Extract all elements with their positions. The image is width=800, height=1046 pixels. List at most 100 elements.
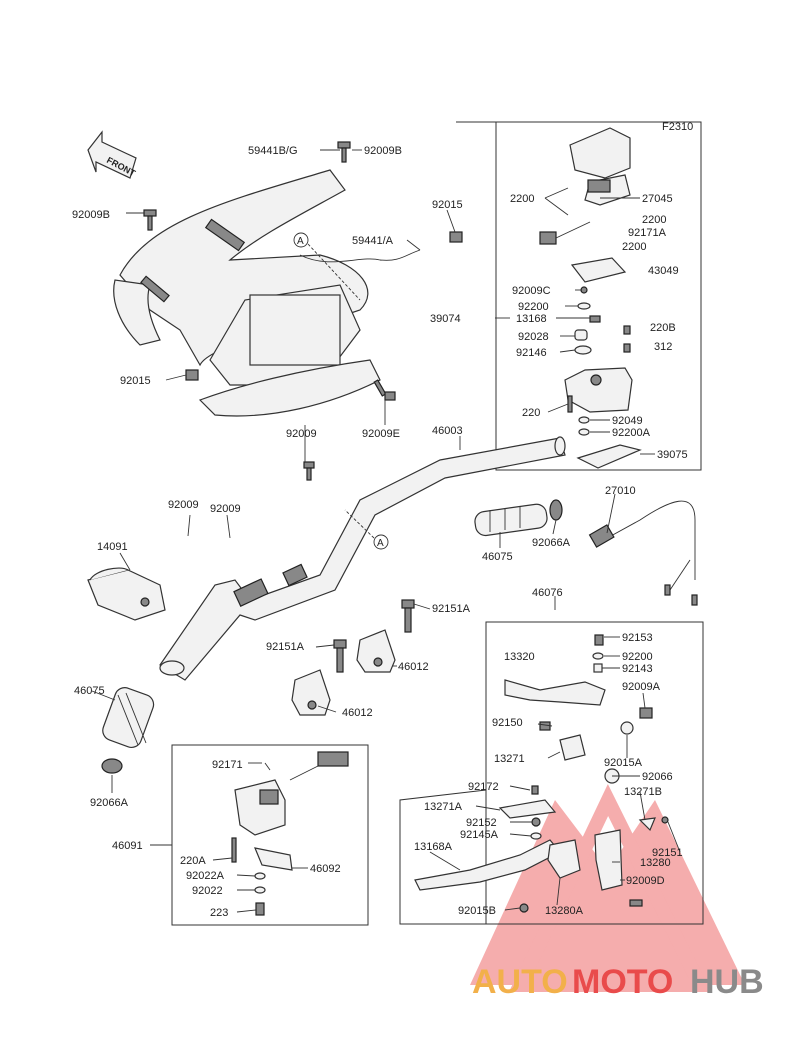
washer-92200a — [578, 428, 590, 436]
screw-92009a — [639, 707, 653, 719]
connector-27045 — [539, 221, 591, 245]
label-92009-mid: 92009 — [286, 428, 317, 440]
washer-92145a — [530, 832, 542, 840]
label-92146: 92146 — [516, 347, 547, 359]
part-92028 — [574, 329, 588, 341]
lever-39075 — [576, 444, 642, 469]
label-92150: 92150 — [492, 717, 523, 729]
switch-housing-46091 — [234, 751, 349, 836]
label-92200-b: 92200 — [622, 651, 653, 663]
washer-92022 — [254, 886, 266, 894]
label-92200-r: 92200 — [518, 301, 549, 313]
lever-13320 — [504, 679, 606, 706]
bracket-13280 — [594, 829, 623, 891]
label-43049: 43049 — [648, 265, 679, 277]
lever-assembly-box — [485, 621, 704, 925]
bolt-92015a — [620, 721, 634, 735]
screw-92150 — [539, 721, 551, 731]
label-46076: 46076 — [532, 587, 563, 599]
bolt-92009-mid — [303, 461, 315, 481]
watermark-hub: HUB — [690, 963, 764, 1001]
label-220: 220 — [522, 407, 540, 419]
label-46091: 46091 — [112, 840, 143, 852]
svg-text:A: A — [297, 236, 304, 247]
label-92066a-grip: 92066A — [532, 537, 571, 549]
label-46075-left: 46075 — [74, 685, 105, 697]
cable-59441a — [299, 249, 421, 263]
plate-46092 — [254, 847, 293, 871]
label-92009-a: 92009 — [168, 499, 199, 511]
label-92015b: 92015B — [458, 905, 496, 917]
callout-leader-top — [307, 243, 361, 301]
bolt-92009b-top — [337, 141, 351, 163]
label-92009c: 92009C — [512, 285, 551, 297]
label-92028: 92028 — [518, 331, 549, 343]
holder-46012-a — [291, 669, 331, 716]
label-46092: 46092 — [310, 863, 341, 875]
label-92153: 92153 — [622, 632, 653, 644]
switch-housing-lower — [564, 367, 633, 413]
label-13271: 13271 — [494, 753, 525, 765]
nut-92152 — [531, 817, 541, 827]
label-14091: 14091 — [97, 541, 128, 553]
label-92151: 92151 — [652, 847, 683, 859]
washer-92049 — [578, 416, 590, 424]
label-92066a-left: 92066A — [90, 797, 129, 809]
left-grip-46075 — [101, 687, 155, 774]
screw-92009d — [629, 899, 643, 907]
label-92009d: 92009D — [626, 875, 665, 887]
bar-end-92066a — [101, 758, 123, 774]
label-92143: 92143 — [622, 663, 653, 675]
handlebar-illustration — [159, 436, 566, 681]
washer-92022a — [254, 872, 266, 880]
label-59441bg: 59441B/G — [248, 145, 298, 157]
watermark-text: AUTO MOTO HUB — [472, 963, 764, 1001]
watermark-auto: AUTO — [472, 963, 568, 1001]
clip-92015-top — [449, 231, 463, 243]
leader-lines — [91, 149, 681, 925]
label-2200-3: 2200 — [622, 241, 646, 253]
label-59441a: 59441/A — [352, 235, 394, 247]
right-grip-46075 — [474, 499, 563, 537]
label-92015-left: 92015 — [120, 375, 151, 387]
callout-marker-bottom: A — [373, 534, 389, 550]
clip-92015-left — [185, 369, 199, 381]
bracket-13271 — [559, 734, 586, 761]
label-92015a: 92015A — [604, 757, 643, 769]
washer-92200 — [577, 302, 591, 310]
bolt-92151a-a — [333, 639, 347, 673]
label-92009b-left: 92009B — [72, 209, 110, 221]
label-92022a: 92022A — [186, 870, 225, 882]
label-223: 223 — [210, 907, 228, 919]
label-312: 312 — [654, 341, 672, 353]
lever-subbox — [399, 789, 487, 925]
plate-13271a — [498, 799, 557, 819]
switch-housing-upper — [569, 127, 631, 206]
svg-text:A: A — [377, 538, 384, 549]
switch-assembly-box — [495, 121, 702, 471]
label-2200-2: 2200 — [642, 214, 666, 226]
plate-13271b — [638, 817, 656, 832]
label-92049: 92049 — [612, 415, 643, 427]
screw-92172 — [531, 785, 539, 795]
plate-13168 — [589, 315, 601, 323]
bolt-92009e — [373, 379, 396, 401]
washer-92200-b — [592, 652, 604, 660]
label-92015-top: 92015 — [432, 199, 463, 211]
screw-92153 — [594, 634, 604, 646]
label-27010: 27010 — [605, 485, 636, 497]
bracket-13280a — [547, 839, 581, 879]
label-92145a: 92145A — [460, 829, 499, 841]
label-220b: 220B — [650, 322, 676, 334]
label-46012-b: 46012 — [342, 707, 373, 719]
label-92022: 92022 — [192, 885, 223, 897]
screw-220 — [567, 395, 573, 413]
holder-46012-b — [356, 629, 396, 673]
screw-223 — [255, 902, 265, 916]
screw-220b — [623, 325, 631, 335]
label-92009b-top: 92009B — [364, 145, 402, 157]
screw-220a — [231, 837, 237, 863]
label-13168: 13168 — [516, 313, 547, 325]
label-46075-grip: 46075 — [482, 551, 513, 563]
label-92172: 92172 — [468, 781, 499, 793]
